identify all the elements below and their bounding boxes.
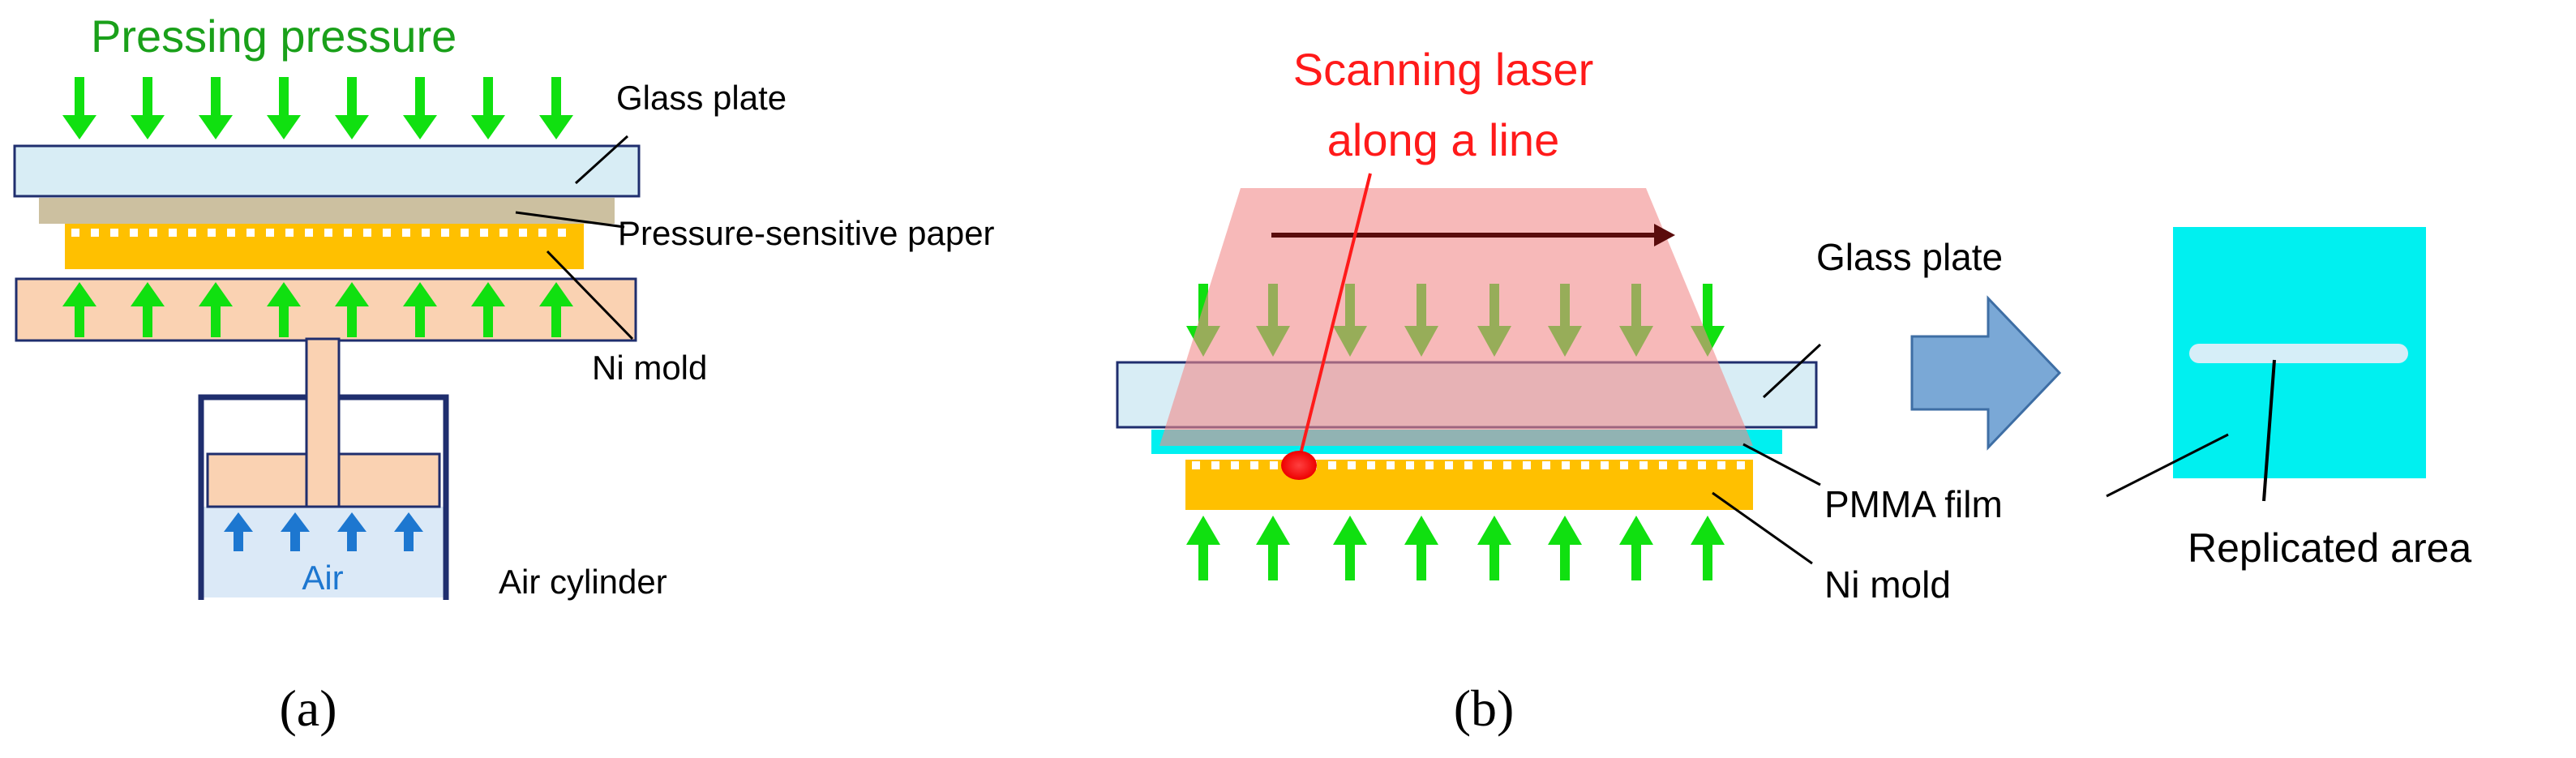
up-arrow-icon <box>1691 516 1725 580</box>
leader-line <box>546 250 634 340</box>
pressure-arrows-up-b <box>1186 516 1725 580</box>
air-up-arrow-icon <box>281 512 310 551</box>
caption-a: (a) <box>279 679 336 737</box>
up-arrow-icon <box>62 282 96 337</box>
down-arrow-icon <box>539 77 573 139</box>
air-cylinder-label: Air cylinder <box>499 563 667 601</box>
air-up-arrow-icon <box>224 512 253 551</box>
pressing-pressure-title: Pressing pressure <box>91 11 456 62</box>
pressure-sensitive-paper <box>39 198 615 224</box>
up-arrow-icon <box>1256 516 1290 580</box>
pressure-arrows-down <box>62 77 573 139</box>
up-arrow-icon <box>131 282 165 337</box>
leader-line <box>2106 433 2229 498</box>
lower-platen <box>15 277 637 342</box>
glass-plate <box>13 144 641 198</box>
up-arrow-icon <box>403 282 437 337</box>
replicated-line <box>2189 344 2408 363</box>
leader-line <box>1712 491 1813 565</box>
scanning-laser-title-line1: Scanning laser <box>1293 44 1593 95</box>
up-arrow-icon <box>1548 516 1582 580</box>
glass-plate-label: Glass plate <box>616 79 787 117</box>
air-label: Air <box>302 559 343 597</box>
leader-line <box>515 211 625 229</box>
air-cylinder: Air <box>198 337 449 600</box>
leader-line <box>574 135 629 185</box>
air-up-arrow-icon <box>394 512 423 551</box>
up-arrow-icon <box>1333 516 1367 580</box>
up-arrow-icon <box>471 282 505 337</box>
leader-line <box>2262 359 2276 502</box>
air-up-arrow-icon <box>337 512 366 551</box>
piston-rod <box>305 337 341 508</box>
mold-pattern-b <box>1192 461 1745 469</box>
down-arrow-icon <box>403 77 437 139</box>
ni-mold-label: Ni mold <box>592 349 707 387</box>
laser-ray <box>1297 173 1372 461</box>
panel-b: Scanning laser along a line <box>1116 44 2471 737</box>
laser-beam <box>1159 188 1753 446</box>
up-arrow-icon <box>1186 516 1220 580</box>
scan-arrow-head-icon <box>1654 224 1675 246</box>
down-arrow-icon <box>471 77 505 139</box>
up-arrow-icon <box>1404 516 1438 580</box>
down-arrow-icon <box>131 77 165 139</box>
up-arrow-icon <box>539 282 573 337</box>
down-arrow-icon <box>199 77 233 139</box>
up-arrow-icon <box>335 282 369 337</box>
leader-line <box>1742 443 1821 486</box>
up-arrow-icon <box>1477 516 1511 580</box>
cylinder-frame <box>198 394 449 600</box>
mold-pattern <box>71 229 566 237</box>
panel-a: Pressing pressure <box>13 11 995 737</box>
transition-arrow-icon <box>1910 295 2062 451</box>
pressure-arrows-up <box>62 282 573 337</box>
scanning-laser-title-line2: along a line <box>1327 114 1559 165</box>
pmma-film-label: PMMA film <box>1824 483 2003 525</box>
ni-mold-label-b: Ni mold <box>1824 563 1951 606</box>
down-arrow-icon <box>267 77 301 139</box>
pressure-paper-label: Pressure-sensitive paper <box>618 214 995 252</box>
up-arrow-icon <box>199 282 233 337</box>
leader-line <box>1762 343 1822 399</box>
replicated-area-label: Replicated area <box>2188 525 2471 571</box>
caption-b: (b) <box>1454 679 1515 737</box>
up-arrow-icon <box>267 282 301 337</box>
down-arrow-icon <box>62 77 96 139</box>
down-arrow-icon <box>335 77 369 139</box>
up-arrow-icon <box>1619 516 1653 580</box>
laser-spot <box>1281 451 1317 480</box>
air-arrows <box>224 512 423 551</box>
glass-plate-label-b: Glass plate <box>1816 236 2003 278</box>
